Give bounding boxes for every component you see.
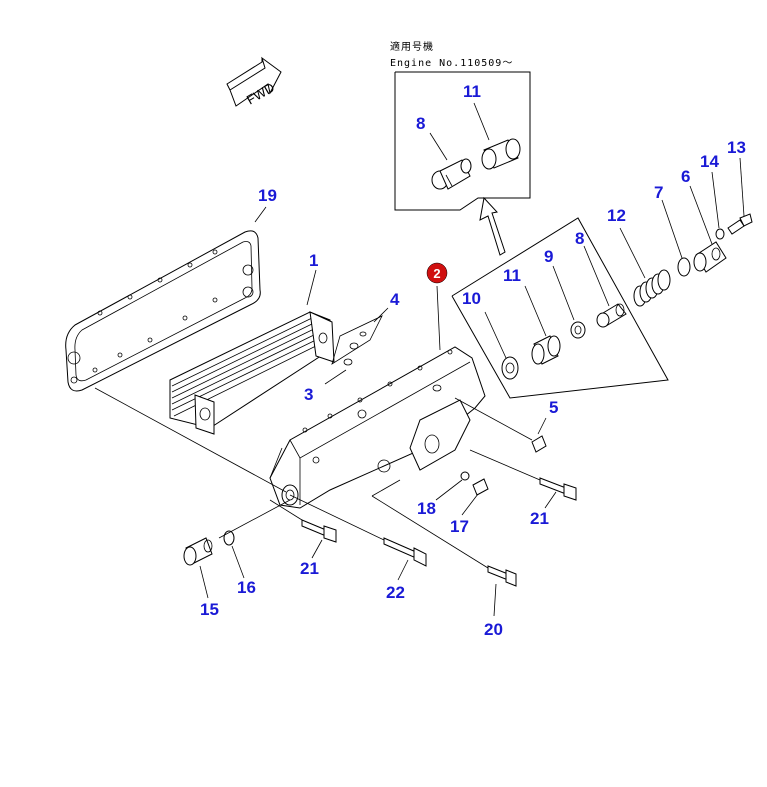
leader-11 — [524, 285, 547, 337]
leader-1 — [306, 269, 317, 306]
leader-15 — [199, 565, 209, 599]
leader-5 — [537, 417, 547, 435]
part-2-badge-label: 2 — [433, 266, 440, 281]
leader-3 — [324, 369, 347, 385]
label-part-6: 6 — [681, 167, 690, 186]
part-15-plug — [183, 537, 213, 566]
part-20-bolt — [487, 565, 517, 587]
label-part-17: 17 — [450, 517, 469, 536]
centerline-22 — [289, 494, 385, 541]
label-part-8-inset: 8 — [416, 114, 425, 133]
cooler-cover-2 — [269, 346, 486, 509]
part-17-bolt — [472, 478, 489, 496]
leader-16 — [231, 545, 245, 579]
label-part-7: 7 — [654, 183, 663, 202]
label-part-11: 11 — [503, 266, 521, 285]
part-22-bolt — [383, 537, 427, 567]
oil-cooler-1 — [169, 311, 335, 435]
label-part-11-inset: 11 — [463, 82, 481, 101]
part-8-valve — [596, 303, 627, 328]
part-9-oring — [570, 321, 586, 339]
label-part-16: 16 — [237, 578, 256, 597]
leader-7 — [661, 199, 683, 259]
label-part-4: 4 — [390, 290, 400, 309]
leader-inset-11 — [473, 102, 490, 141]
inset-part-8-thermostat — [431, 158, 472, 190]
fwd-arrow: FWD — [226, 56, 282, 108]
part-2-badge: 2 — [426, 262, 448, 284]
label-part-10: 10 — [462, 289, 481, 308]
leader-21-right — [544, 491, 557, 509]
part-21-bolt-left — [301, 519, 337, 543]
leader-20 — [493, 583, 497, 617]
valve-group-outline — [451, 217, 669, 399]
centerline-5 — [454, 397, 533, 441]
inset-part-11-sleeve — [481, 138, 521, 170]
leader-10 — [484, 311, 507, 359]
centerline-20b — [371, 479, 401, 497]
assembly-line-19 — [94, 387, 287, 493]
inset-callout — [394, 71, 531, 211]
part-21-bolt-right — [539, 477, 577, 501]
label-part-1: 1 — [309, 251, 318, 270]
label-part-14: 14 — [700, 152, 719, 171]
label-part-22: 22 — [386, 583, 405, 602]
leader-4 — [373, 307, 389, 323]
part-12-spring — [633, 269, 671, 307]
leader-12 — [619, 227, 646, 279]
label-part-19: 19 — [258, 186, 277, 205]
label-part-8: 8 — [575, 229, 584, 248]
leader-19 — [254, 206, 267, 223]
centerline-21-left — [269, 499, 303, 521]
label-part-18: 18 — [417, 499, 436, 518]
label-part-13: 13 — [727, 138, 746, 157]
label-part-21-left: 21 — [300, 559, 319, 578]
centerline-20 — [371, 495, 489, 569]
part-18-washer — [460, 471, 470, 481]
leader-9 — [552, 265, 575, 321]
applicable-note-title: 適用号機 — [390, 40, 434, 53]
part-5-nut — [531, 435, 547, 453]
gasket-19 — [65, 230, 261, 392]
part-7-oring — [677, 257, 691, 277]
label-part-5: 5 — [549, 398, 558, 417]
leader-21-left — [311, 539, 323, 559]
label-part-21-right: 21 — [530, 509, 549, 528]
leader-13 — [739, 157, 745, 217]
leader-22 — [397, 559, 409, 581]
leader-17 — [461, 493, 479, 516]
leader-2 — [436, 285, 441, 351]
label-part-3: 3 — [304, 385, 313, 404]
applicable-engine-number: Engine No.110509～ — [390, 58, 513, 69]
leader-6 — [689, 185, 713, 245]
part-13-bolt — [727, 213, 753, 235]
part-10-seat — [501, 356, 519, 380]
leader-18 — [435, 479, 463, 501]
inset-direction-arrow — [479, 196, 506, 256]
part-6-plug — [693, 241, 727, 273]
fwd-label: FWD — [244, 80, 277, 108]
label-part-20: 20 — [484, 620, 503, 639]
label-part-15: 15 — [200, 600, 219, 619]
label-part-12: 12 — [607, 206, 626, 225]
gaskets-3-4 — [331, 315, 383, 366]
label-part-9: 9 — [544, 247, 553, 266]
leader-8 — [583, 245, 610, 307]
leader-inset-8 — [429, 132, 448, 161]
leader-14 — [711, 171, 720, 229]
part-11-sleeve — [531, 335, 561, 365]
part-14-washer — [715, 228, 725, 240]
assembly-line-16 — [218, 499, 291, 539]
centerline-21-right — [469, 449, 541, 481]
part-16-oring — [223, 530, 235, 546]
